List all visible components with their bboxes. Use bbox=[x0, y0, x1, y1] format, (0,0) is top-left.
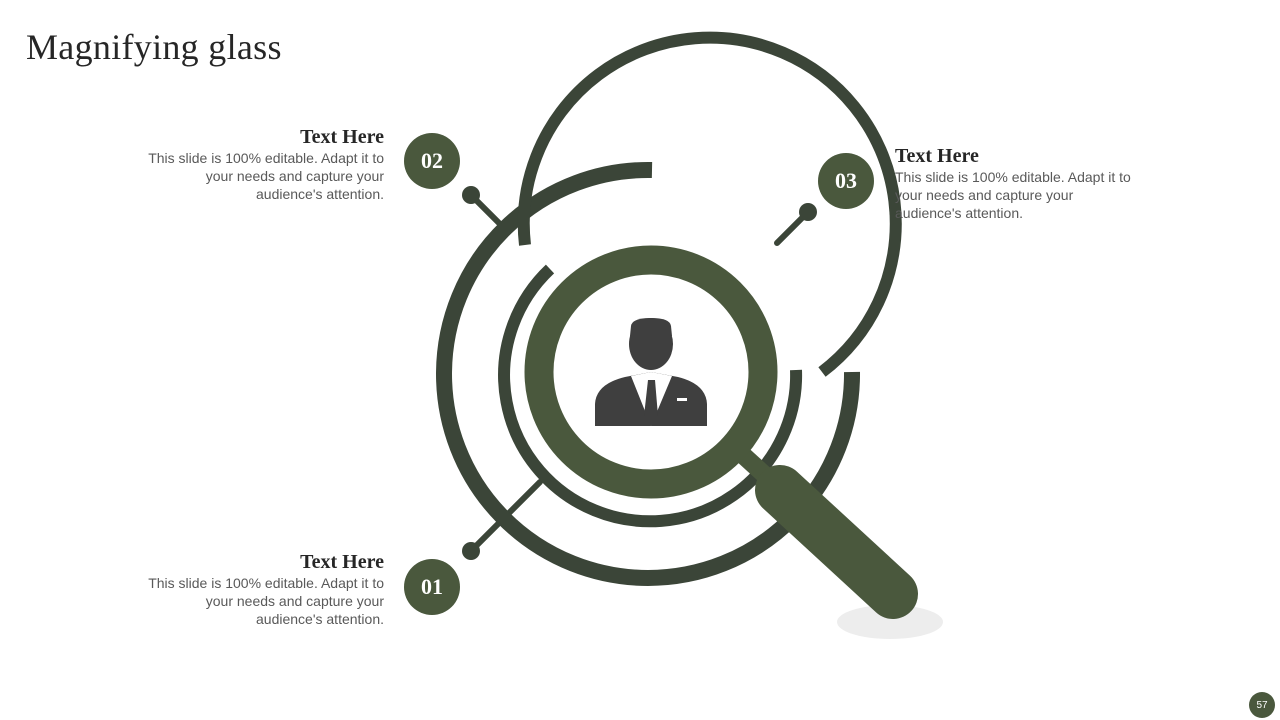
item-badge-02: 02 bbox=[404, 133, 460, 189]
connector-dot-01 bbox=[462, 542, 480, 560]
page-number: 57 bbox=[1249, 692, 1275, 718]
text-heading: Text Here bbox=[300, 126, 384, 148]
magnifying-glass-handle bbox=[755, 465, 918, 619]
slide-title: Magnifying glass bbox=[26, 27, 282, 67]
connector-dot-03 bbox=[799, 203, 817, 221]
text-block-02: Text Here This slide is 100% editable. A… bbox=[144, 126, 384, 203]
item-number: 03 bbox=[835, 168, 857, 193]
text-body: This slide is 100% editable. Adapt it to… bbox=[148, 575, 384, 627]
text-heading: Text Here bbox=[300, 551, 384, 573]
text-heading: Text Here bbox=[895, 145, 979, 167]
businessman-icon bbox=[595, 318, 707, 426]
item-number: 02 bbox=[421, 148, 443, 173]
middle-ring bbox=[517, 31, 902, 377]
text-body: This slide is 100% editable. Adapt it to… bbox=[895, 169, 1131, 221]
inner-ring bbox=[498, 264, 803, 528]
page-number-label: 57 bbox=[1256, 699, 1268, 711]
text-body: This slide is 100% editable. Adapt it to… bbox=[148, 150, 384, 202]
text-block-01: Text Here This slide is 100% editable. A… bbox=[144, 551, 384, 628]
connector-dot-02 bbox=[462, 186, 480, 204]
item-badge-03: 03 bbox=[818, 153, 874, 209]
item-number: 01 bbox=[421, 574, 443, 599]
item-badge-01: 01 bbox=[404, 559, 460, 615]
handle-shadow bbox=[837, 605, 943, 639]
text-block-03: Text Here This slide is 100% editable. A… bbox=[895, 145, 1135, 222]
